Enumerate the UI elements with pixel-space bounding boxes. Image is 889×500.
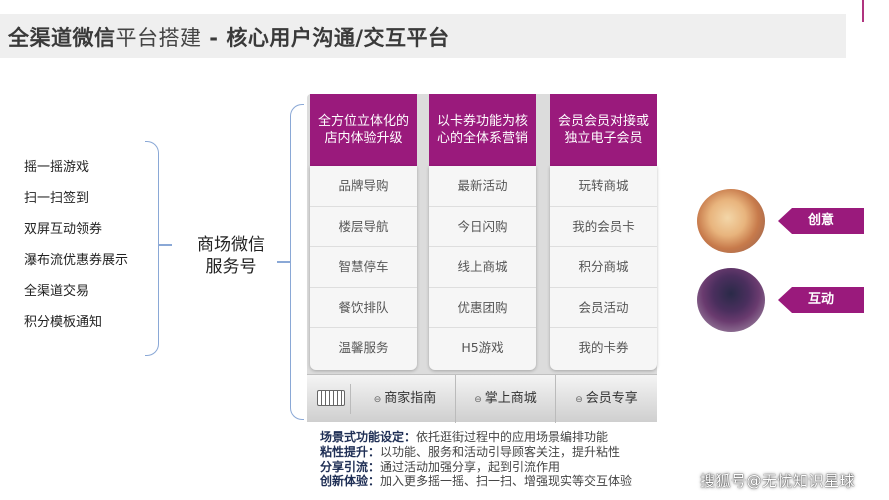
note-label: 场景式功能设定： bbox=[320, 430, 417, 444]
submenu-item[interactable]: 今日闪购 bbox=[429, 207, 536, 248]
submenu-item[interactable]: H5游戏 bbox=[461, 340, 504, 356]
tab-mobile-mall[interactable]: ⊖掌上商城 bbox=[456, 375, 556, 423]
left-bracket bbox=[145, 141, 172, 356]
title-bold: 全渠道微信 bbox=[8, 26, 116, 50]
creative-photo bbox=[697, 189, 765, 253]
tab-label: 商家指南 bbox=[384, 391, 437, 406]
wechat-menu-mockup: 全方位立体化的店内体验升级 品牌导购 楼层导航 智慧停车 餐饮排队 温馨服务 以… bbox=[307, 94, 657, 423]
note-text: 以功能、服务和活动引导顾客关注，提升粘性 bbox=[380, 444, 621, 459]
tab-member-exclusive[interactable]: ⊖会员专享 bbox=[556, 375, 657, 423]
menu-column-membership: 会员会员对接或独立电子会员 玩转商城 我的会员卡 积分商城 会员活动 我的卡券 bbox=[550, 94, 657, 370]
notes-block: 场景式功能设定：依托逛街过程中的应用场景编排功能 粘性提升：以功能、服务和活动引… bbox=[320, 430, 632, 489]
title-bar: 全渠道微信平台搭建 - 核心用户沟通/交互平台 bbox=[0, 14, 846, 58]
watermark: 搜狐号@无忧知识星球 bbox=[700, 472, 856, 490]
feature-item: 摇一摇游戏 bbox=[24, 160, 90, 175]
right-bracket bbox=[277, 104, 304, 420]
submenu-list: 最新活动 今日闪购 线上商城 优惠团购 H5游戏 bbox=[429, 166, 536, 370]
interaction-tag: 互动 bbox=[778, 287, 864, 313]
creative-tag: 创意 bbox=[778, 208, 864, 234]
title-subtitle: - 核心用户沟通/交互平台 bbox=[201, 26, 450, 50]
column-header: 全方位立体化的店内体验升级 bbox=[310, 94, 417, 166]
submenu-list: 品牌导购 楼层导航 智慧停车 餐饮排队 温馨服务 bbox=[310, 166, 417, 370]
submenu-item[interactable]: 温馨服务 bbox=[338, 340, 389, 356]
title-light: 平台搭建 bbox=[115, 26, 202, 50]
submenu-item[interactable]: 积分商城 bbox=[550, 247, 657, 288]
feature-item: 全渠道交易 bbox=[24, 284, 90, 299]
note-text: 依托逛街过程中的应用场景编排功能 bbox=[416, 430, 609, 444]
service-label-line2: 服务号 bbox=[205, 257, 257, 277]
interaction-photo bbox=[697, 268, 765, 332]
accent-line bbox=[862, 0, 864, 22]
note-label: 创新体验： bbox=[320, 474, 381, 489]
submenu-item[interactable]: 会员活动 bbox=[550, 288, 657, 329]
submenu-item[interactable]: 我的会员卡 bbox=[550, 207, 657, 248]
column-header: 以卡券功能为核心的全体系营销 bbox=[429, 94, 536, 166]
note-text: 加入更多摇一摇、扫一扫、增强现实等交互体验 bbox=[380, 474, 633, 489]
feature-item: 积分模板通知 bbox=[24, 315, 103, 330]
submenu-item[interactable]: 我的卡券 bbox=[578, 340, 629, 356]
feature-item: 双屏互动领券 bbox=[24, 222, 103, 237]
column-header: 会员会员对接或独立电子会员 bbox=[550, 94, 657, 166]
bottom-menu-bar: ⊖商家指南 ⊖掌上商城 ⊖会员专享 bbox=[307, 374, 657, 423]
menu-column-marketing: 以卡券功能为核心的全体系营销 最新活动 今日闪购 线上商城 优惠团购 H5游戏 bbox=[429, 94, 536, 370]
submenu-list: 玩转商城 我的会员卡 积分商城 会员活动 我的卡券 bbox=[550, 166, 657, 370]
tab-merchant-guide[interactable]: ⊖商家指南 bbox=[355, 375, 456, 423]
note-text: 通过活动加强分享，起到引流作用 bbox=[380, 459, 561, 474]
tab-label: 会员专享 bbox=[585, 391, 638, 406]
submenu-item[interactable]: 线上商城 bbox=[429, 247, 536, 288]
service-account-label: 商场微信 服务号 bbox=[186, 234, 276, 278]
menu-dot-icon: ⊖ bbox=[474, 395, 482, 405]
submenu-item[interactable]: 最新活动 bbox=[429, 166, 536, 207]
feature-list: 摇一摇游戏 扫一扫签到 双屏互动领券 瀑布流优惠券展示 全渠道交易 积分模板通知 bbox=[24, 158, 128, 344]
service-label-line1: 商场微信 bbox=[197, 235, 265, 255]
submenu-item[interactable]: 餐饮排队 bbox=[310, 288, 417, 329]
feature-item: 瀑布流优惠券展示 bbox=[24, 253, 129, 268]
menu-dot-icon: ⊖ bbox=[373, 395, 382, 405]
submenu-item[interactable]: 楼层导航 bbox=[310, 207, 417, 248]
submenu-item[interactable]: 智慧停车 bbox=[310, 247, 417, 288]
note-line: 粘性提升：以功能、服务和活动引导顾客关注，提升粘性 bbox=[320, 445, 632, 460]
submenu-item[interactable]: 优惠团购 bbox=[429, 288, 536, 329]
note-line: 创新体验：加入更多摇一摇、扫一扫、增强现实等交互体验 bbox=[320, 474, 632, 489]
feature-item: 扫一扫签到 bbox=[24, 191, 90, 206]
note-line: 场景式功能设定：依托逛街过程中的应用场景编排功能 bbox=[320, 430, 632, 445]
note-label: 分享引流： bbox=[320, 459, 381, 474]
keyboard-icon[interactable] bbox=[313, 384, 351, 414]
note-label: 粘性提升： bbox=[320, 444, 381, 459]
submenu-item[interactable]: 品牌导购 bbox=[310, 166, 417, 207]
tab-label: 掌上商城 bbox=[484, 391, 537, 406]
page-title: 全渠道微信平台搭建 - 核心用户沟通/交互平台 bbox=[8, 22, 450, 52]
menu-dot-icon: ⊖ bbox=[575, 395, 583, 405]
menu-column-experience: 全方位立体化的店内体验升级 品牌导购 楼层导航 智慧停车 餐饮排队 温馨服务 bbox=[310, 94, 417, 370]
note-line: 分享引流：通过活动加强分享，起到引流作用 bbox=[320, 460, 632, 475]
submenu-item[interactable]: 玩转商城 bbox=[550, 166, 657, 207]
